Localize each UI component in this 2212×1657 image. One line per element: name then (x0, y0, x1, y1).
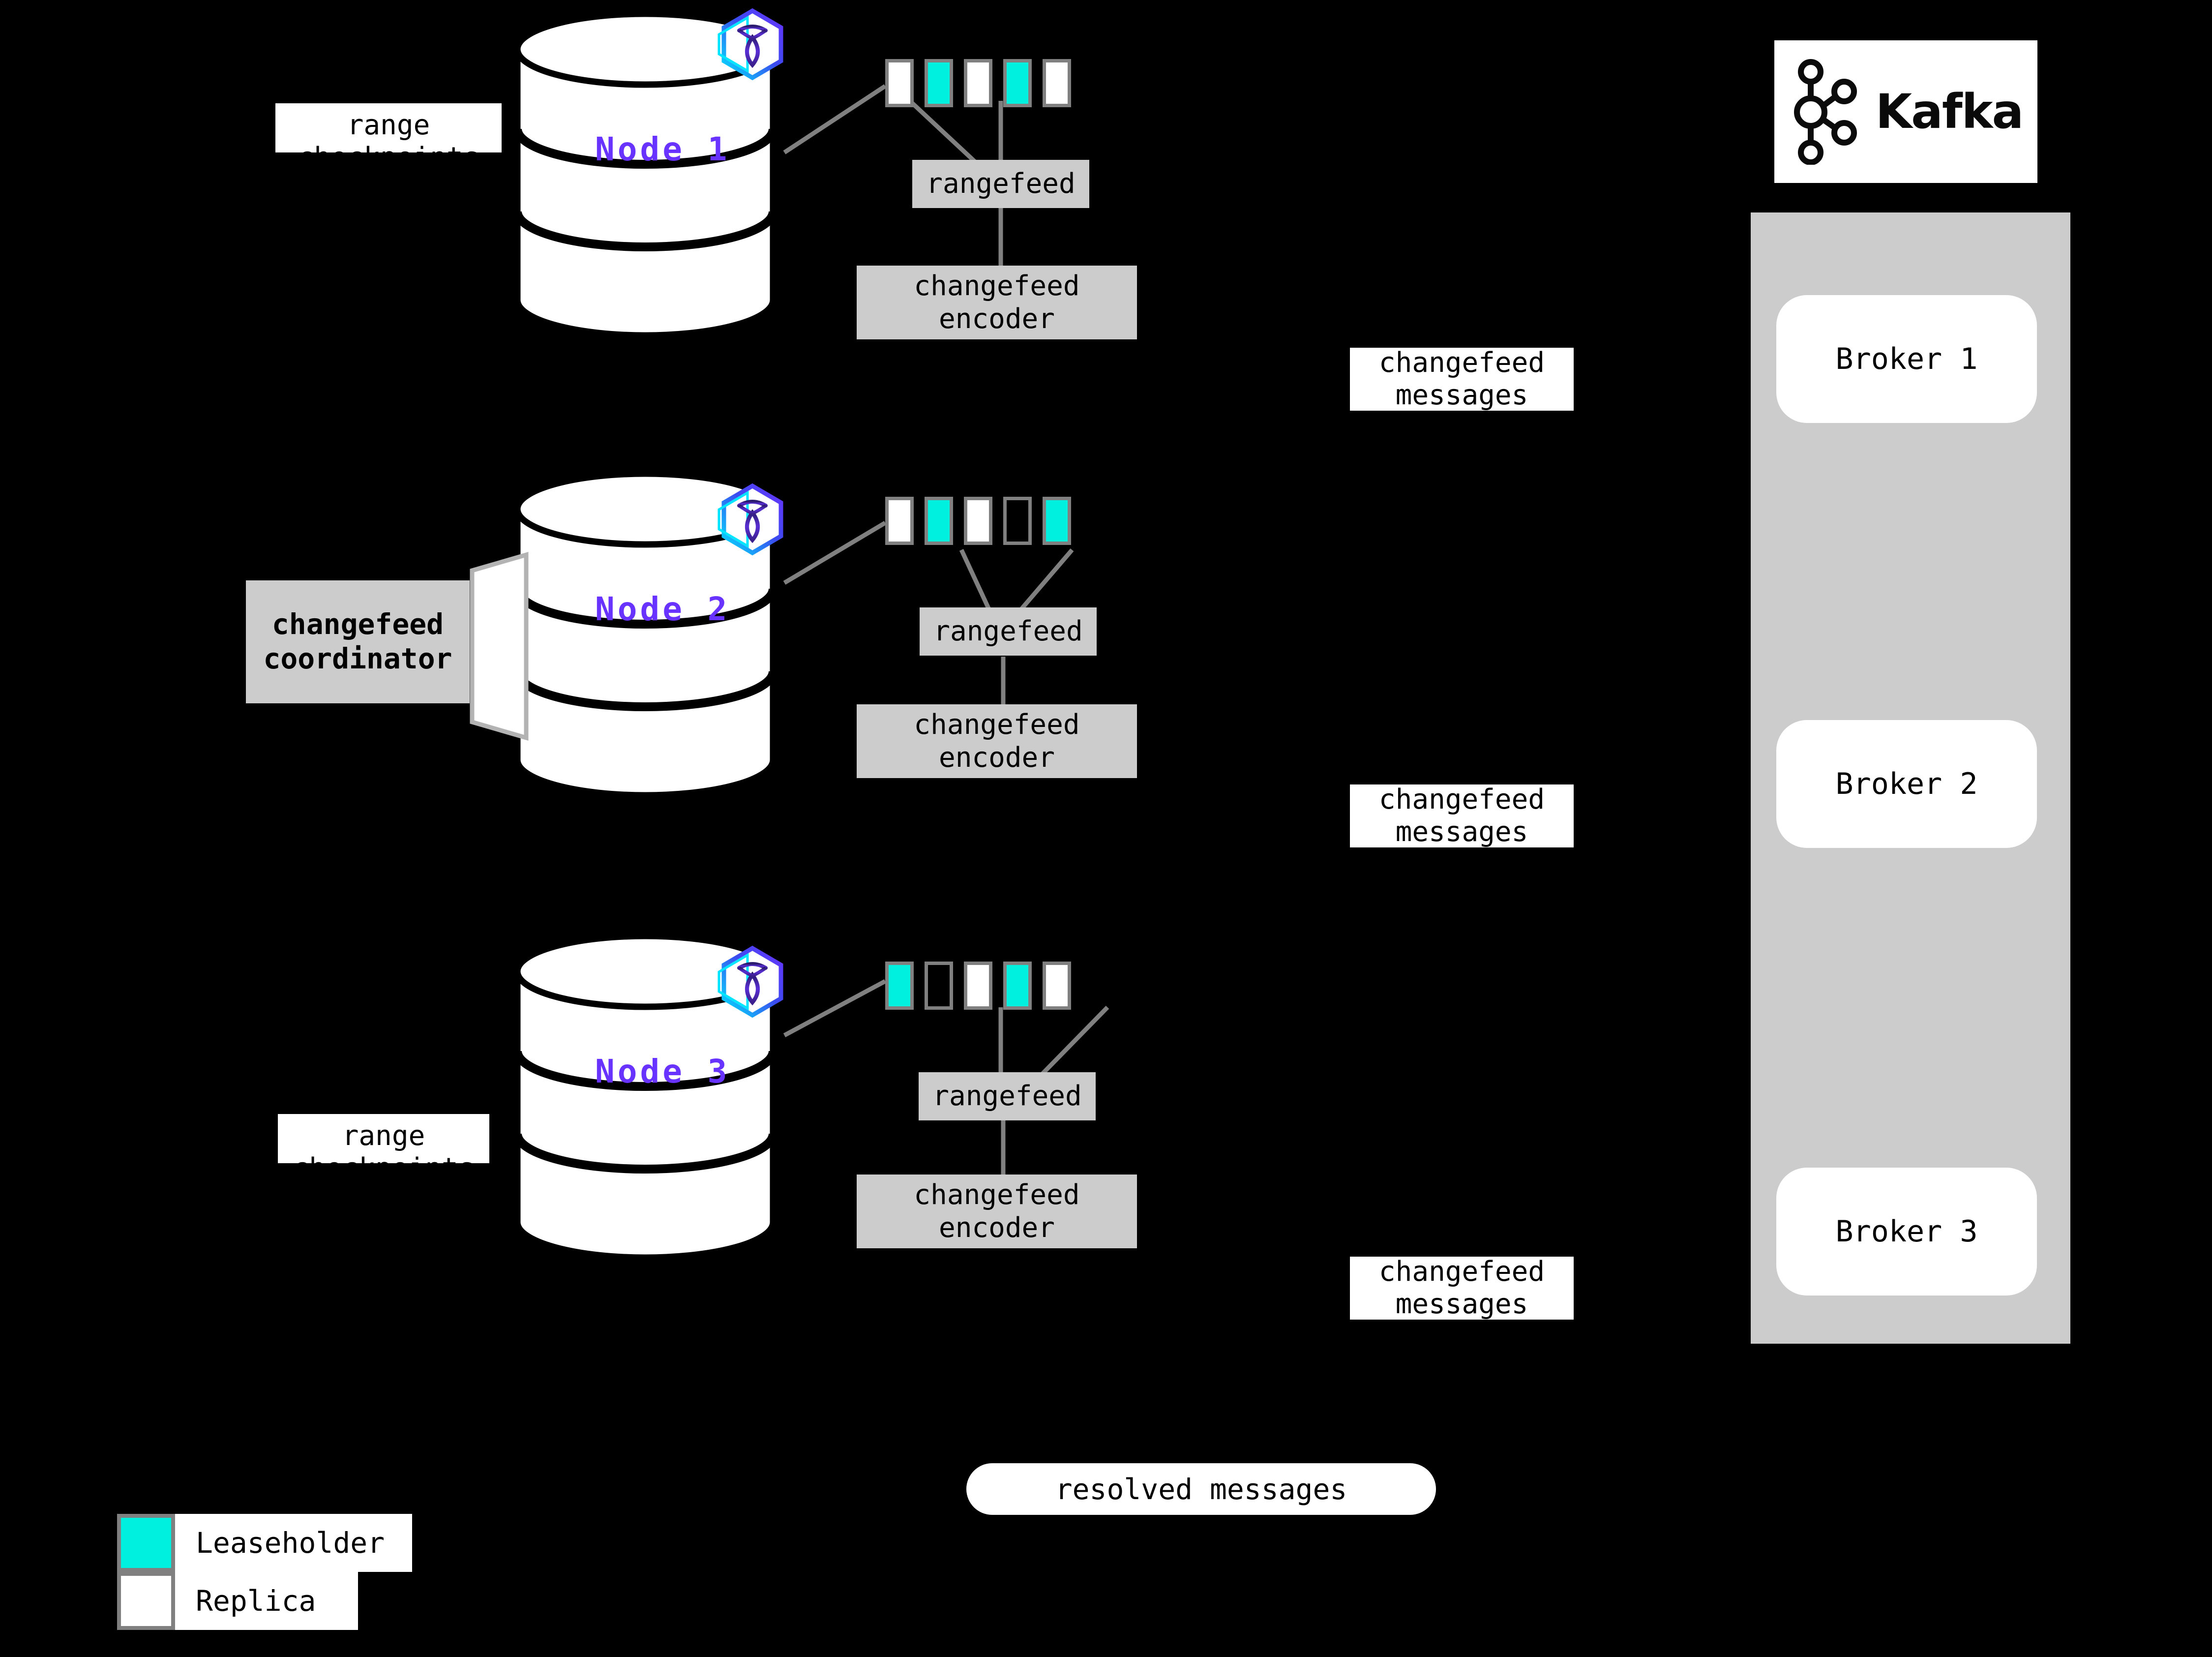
range-cell-empty[interactable] (1003, 497, 1032, 545)
kafka-logo-card: Kafka (1774, 40, 2037, 183)
node-3-changefeed-encoder-box[interactable]: changefeed encoder (857, 1175, 1137, 1248)
range-cell-replica[interactable] (885, 497, 914, 545)
node-3-range-row (885, 962, 1071, 1010)
node-1-rangefeed-box[interactable]: rangefeed (912, 160, 1089, 208)
legend-swatch-replica (117, 1572, 175, 1630)
broker-2-box[interactable]: Broker 2 (1776, 720, 2037, 848)
legend-item-leaseholder: Leaseholder (117, 1514, 412, 1572)
legend-swatch-leaseholder (117, 1514, 175, 1572)
legend-label-leaseholder: Leaseholder (175, 1514, 412, 1572)
range-cell-empty[interactable] (925, 962, 953, 1010)
node-3-range-checkpoints-label: range checkpoints (278, 1114, 489, 1184)
coordinator-callout-tail (470, 552, 529, 741)
range-cell-leaseholder[interactable] (1043, 497, 1071, 545)
kafka-broker-panel: Broker 1 Broker 2 Broker 3 (1751, 212, 2070, 1344)
range-cell-leaseholder[interactable] (925, 497, 953, 545)
node-2-rangefeed-box[interactable]: rangefeed (920, 607, 1097, 656)
broker-3-box[interactable]: Broker 3 (1776, 1168, 2037, 1295)
resolved-messages-pill[interactable]: resolved messages (966, 1463, 1436, 1515)
range-cell-leaseholder[interactable] (1003, 962, 1032, 1010)
range-cell-replica[interactable] (885, 59, 914, 107)
node-2-changefeed-encoder-box[interactable]: changefeed encoder (857, 704, 1137, 778)
changefeed-messages-label-2: changefeed messages (1350, 783, 1574, 848)
kafka-logo-icon (1794, 59, 1857, 165)
range-cell-replica[interactable] (1043, 962, 1071, 1010)
cockroachdb-hex-icon-node2 (717, 483, 783, 556)
node-2-range-row (885, 497, 1071, 545)
node-1-cylinder (513, 10, 777, 339)
range-cell-replica[interactable] (964, 497, 992, 545)
legend: Leaseholder Replica (117, 1514, 422, 1637)
cockroachdb-hex-icon-node3 (717, 945, 783, 1018)
range-cell-leaseholder[interactable] (885, 962, 914, 1010)
node-1-changefeed-encoder-box[interactable]: changefeed encoder (857, 266, 1137, 339)
range-cell-replica[interactable] (964, 962, 992, 1010)
node-1-range-checkpoints-label: range checkpoints (275, 103, 502, 174)
range-cell-leaseholder[interactable] (925, 59, 953, 107)
legend-item-replica: Replica (117, 1572, 358, 1630)
node-1-range-row (885, 59, 1071, 107)
node-3-label: Node 3 (595, 1053, 730, 1090)
node-3-cylinder (513, 933, 777, 1261)
range-cell-replica[interactable] (1043, 59, 1071, 107)
node-1-label: Node 1 (595, 130, 730, 168)
node-3-rangefeed-box[interactable]: rangefeed (919, 1072, 1096, 1120)
kafka-wordmark: Kafka (1875, 84, 2024, 139)
broker-1-box[interactable]: Broker 1 (1776, 295, 2037, 423)
changefeed-coordinator-callout[interactable]: changefeed coordinator (246, 580, 470, 703)
node-2-cylinder (513, 470, 777, 799)
node-2-label: Node 2 (595, 590, 730, 628)
range-cell-leaseholder[interactable] (1003, 59, 1032, 107)
cockroachdb-hex-icon-node1 (717, 8, 783, 81)
legend-label-replica: Replica (175, 1572, 358, 1630)
changefeed-messages-label-1: changefeed messages (1350, 347, 1574, 411)
range-cell-replica[interactable] (964, 59, 992, 107)
changefeed-messages-label-3: changefeed messages (1350, 1256, 1574, 1320)
